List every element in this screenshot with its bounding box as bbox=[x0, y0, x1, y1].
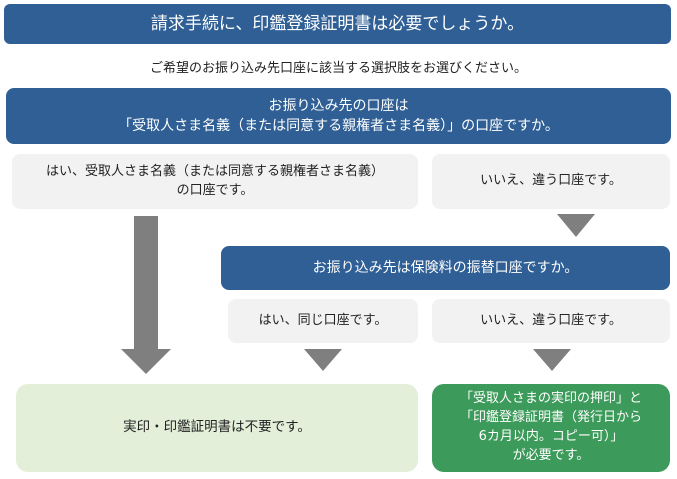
down-arrow-q1-no bbox=[557, 214, 595, 237]
q2-no-label: いいえ、違う口座です。 bbox=[480, 312, 622, 328]
q2-no-option[interactable]: いいえ、違う口座です。 bbox=[432, 299, 670, 343]
page-title: 請求手続に、印鑑登録証明書は必要でしょうか。 bbox=[150, 13, 525, 34]
q1-yes-line2: の口座です。 bbox=[176, 182, 254, 198]
q2-yes-label: はい、同じ口座です。 bbox=[258, 312, 388, 328]
result-required-line4: が必要です。 bbox=[512, 447, 590, 463]
question-1-line2: 「受取人さま名義（または同意する親権者さま名義）」の口座ですか。 bbox=[118, 118, 559, 134]
result-required-line1: 「受取人さまの実印の押印」と bbox=[459, 391, 642, 407]
down-arrow-q2-yes bbox=[304, 349, 342, 371]
result-not-required-text: 実印・印鑑証明書は不要です。 bbox=[123, 419, 311, 436]
result-required-line2: 「印鑑登録証明書（発行日から bbox=[459, 410, 642, 426]
q1-no-label: いいえ、違う口座です。 bbox=[480, 173, 622, 189]
question-1: お振り込み先の口座は 「受取人さま名義（または同意する親権者さま名義）」の口座で… bbox=[6, 88, 671, 144]
result-required: 「受取人さまの実印の押印」と 「印鑑登録証明書（発行日から 6カ月以内。コピー可… bbox=[432, 384, 670, 472]
question-1-line1: お振り込み先の口座は bbox=[268, 97, 409, 114]
q1-yes-line1: はい、受取人さま名義（または同意する親権者さま名義） bbox=[45, 163, 384, 179]
result-required-line3: 6カ月以内。コピー可）」 bbox=[478, 429, 624, 444]
down-arrow-q1-yes bbox=[121, 216, 171, 374]
q2-yes-option[interactable]: はい、同じ口座です。 bbox=[228, 299, 418, 343]
down-arrow-q2-no bbox=[533, 349, 571, 371]
instruction-text: ご希望のお振り込み先口座に該当する選択肢をお選びください。 bbox=[149, 61, 527, 76]
page-title-banner: 請求手続に、印鑑登録証明書は必要でしょうか。 bbox=[4, 4, 671, 44]
q1-yes-option[interactable]: はい、受取人さま名義（または同意する親権者さま名義） の口座です。 bbox=[12, 154, 418, 209]
q1-no-option[interactable]: いいえ、違う口座です。 bbox=[432, 154, 670, 209]
question-2-text: お振り込み先は保険料の振替口座ですか。 bbox=[312, 259, 579, 276]
question-2: お振り込み先は保険料の振替口座ですか。 bbox=[221, 246, 670, 290]
result-not-required: 実印・印鑑証明書は不要です。 bbox=[16, 384, 418, 472]
